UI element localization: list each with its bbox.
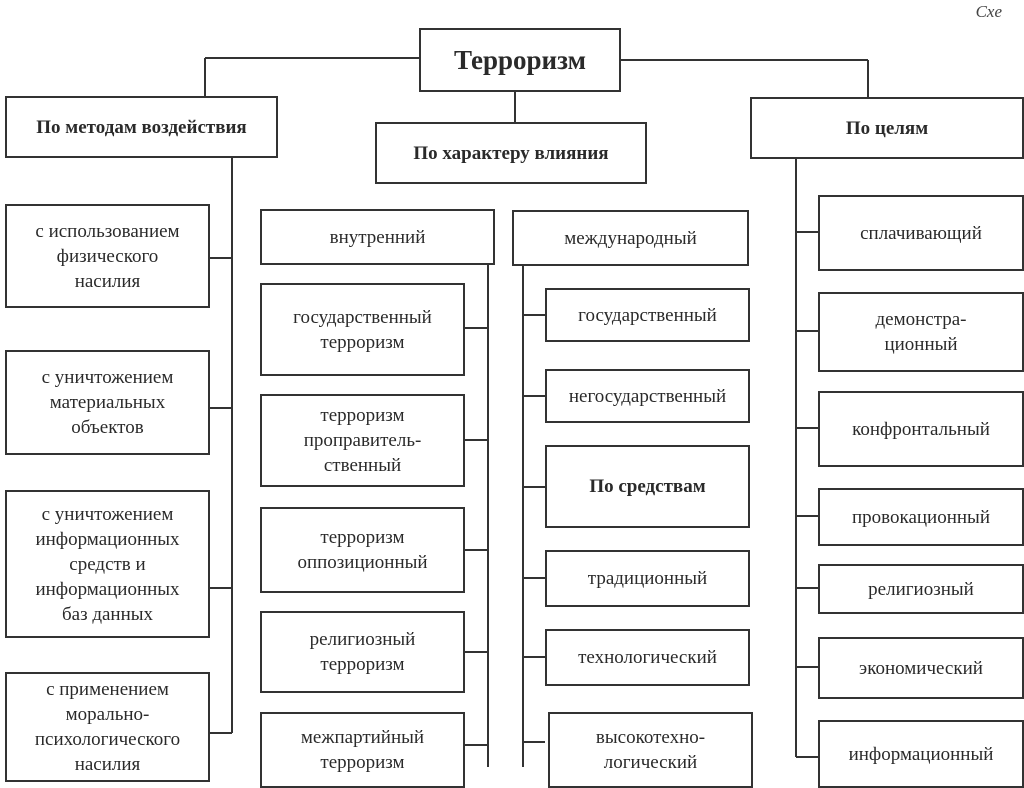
node-technological: технологический [545, 629, 750, 686]
scheme-label: Схе [975, 2, 1002, 21]
node-confrontational: конфронтальный [818, 391, 1024, 467]
node-religious: религиозный [818, 564, 1024, 614]
node-informational: информационный [818, 720, 1024, 788]
node-religious-terrorism: религиозный терроризм [260, 611, 465, 693]
node-internal: внутренний [260, 209, 495, 265]
node-provocative: провокационный [818, 488, 1024, 546]
node-high-tech: высокотехно- логический [548, 712, 753, 788]
node-economic: экономический [818, 637, 1024, 699]
node-demonstrative: демонстра- ционный [818, 292, 1024, 372]
node-international: международный [512, 210, 749, 266]
node-terrorism: Терроризм [419, 28, 621, 92]
node-by-means: По средствам [545, 445, 750, 528]
classification-diagram: Схе Терроризм По методам воздействия По … [5, 2, 1024, 788]
node-opposition: терроризм оппозиционный [260, 507, 465, 593]
node-material-objects: с уничтожением материальных объектов [5, 350, 210, 455]
node-by-goals: По целям [750, 97, 1024, 159]
node-psychological-violence: с применением морально- психологического… [5, 672, 210, 782]
node-by-influence: По характеру влияния [375, 122, 647, 184]
node-by-methods: По методам воздействия [5, 96, 278, 158]
node-state: государственный [545, 288, 750, 342]
node-consolidating: сплачивающий [818, 195, 1024, 271]
node-state-terrorism: государственный терроризм [260, 283, 465, 376]
node-non-state: негосударственный [545, 369, 750, 423]
node-interparty: межпартийный терроризм [260, 712, 465, 788]
node-physical-violence: с использованием физического насилия [5, 204, 210, 308]
node-information-means: с уничтожением информационных средств и … [5, 490, 210, 638]
node-pro-government: терроризм проправитель- ственный [260, 394, 465, 487]
node-traditional: традиционный [545, 550, 750, 607]
